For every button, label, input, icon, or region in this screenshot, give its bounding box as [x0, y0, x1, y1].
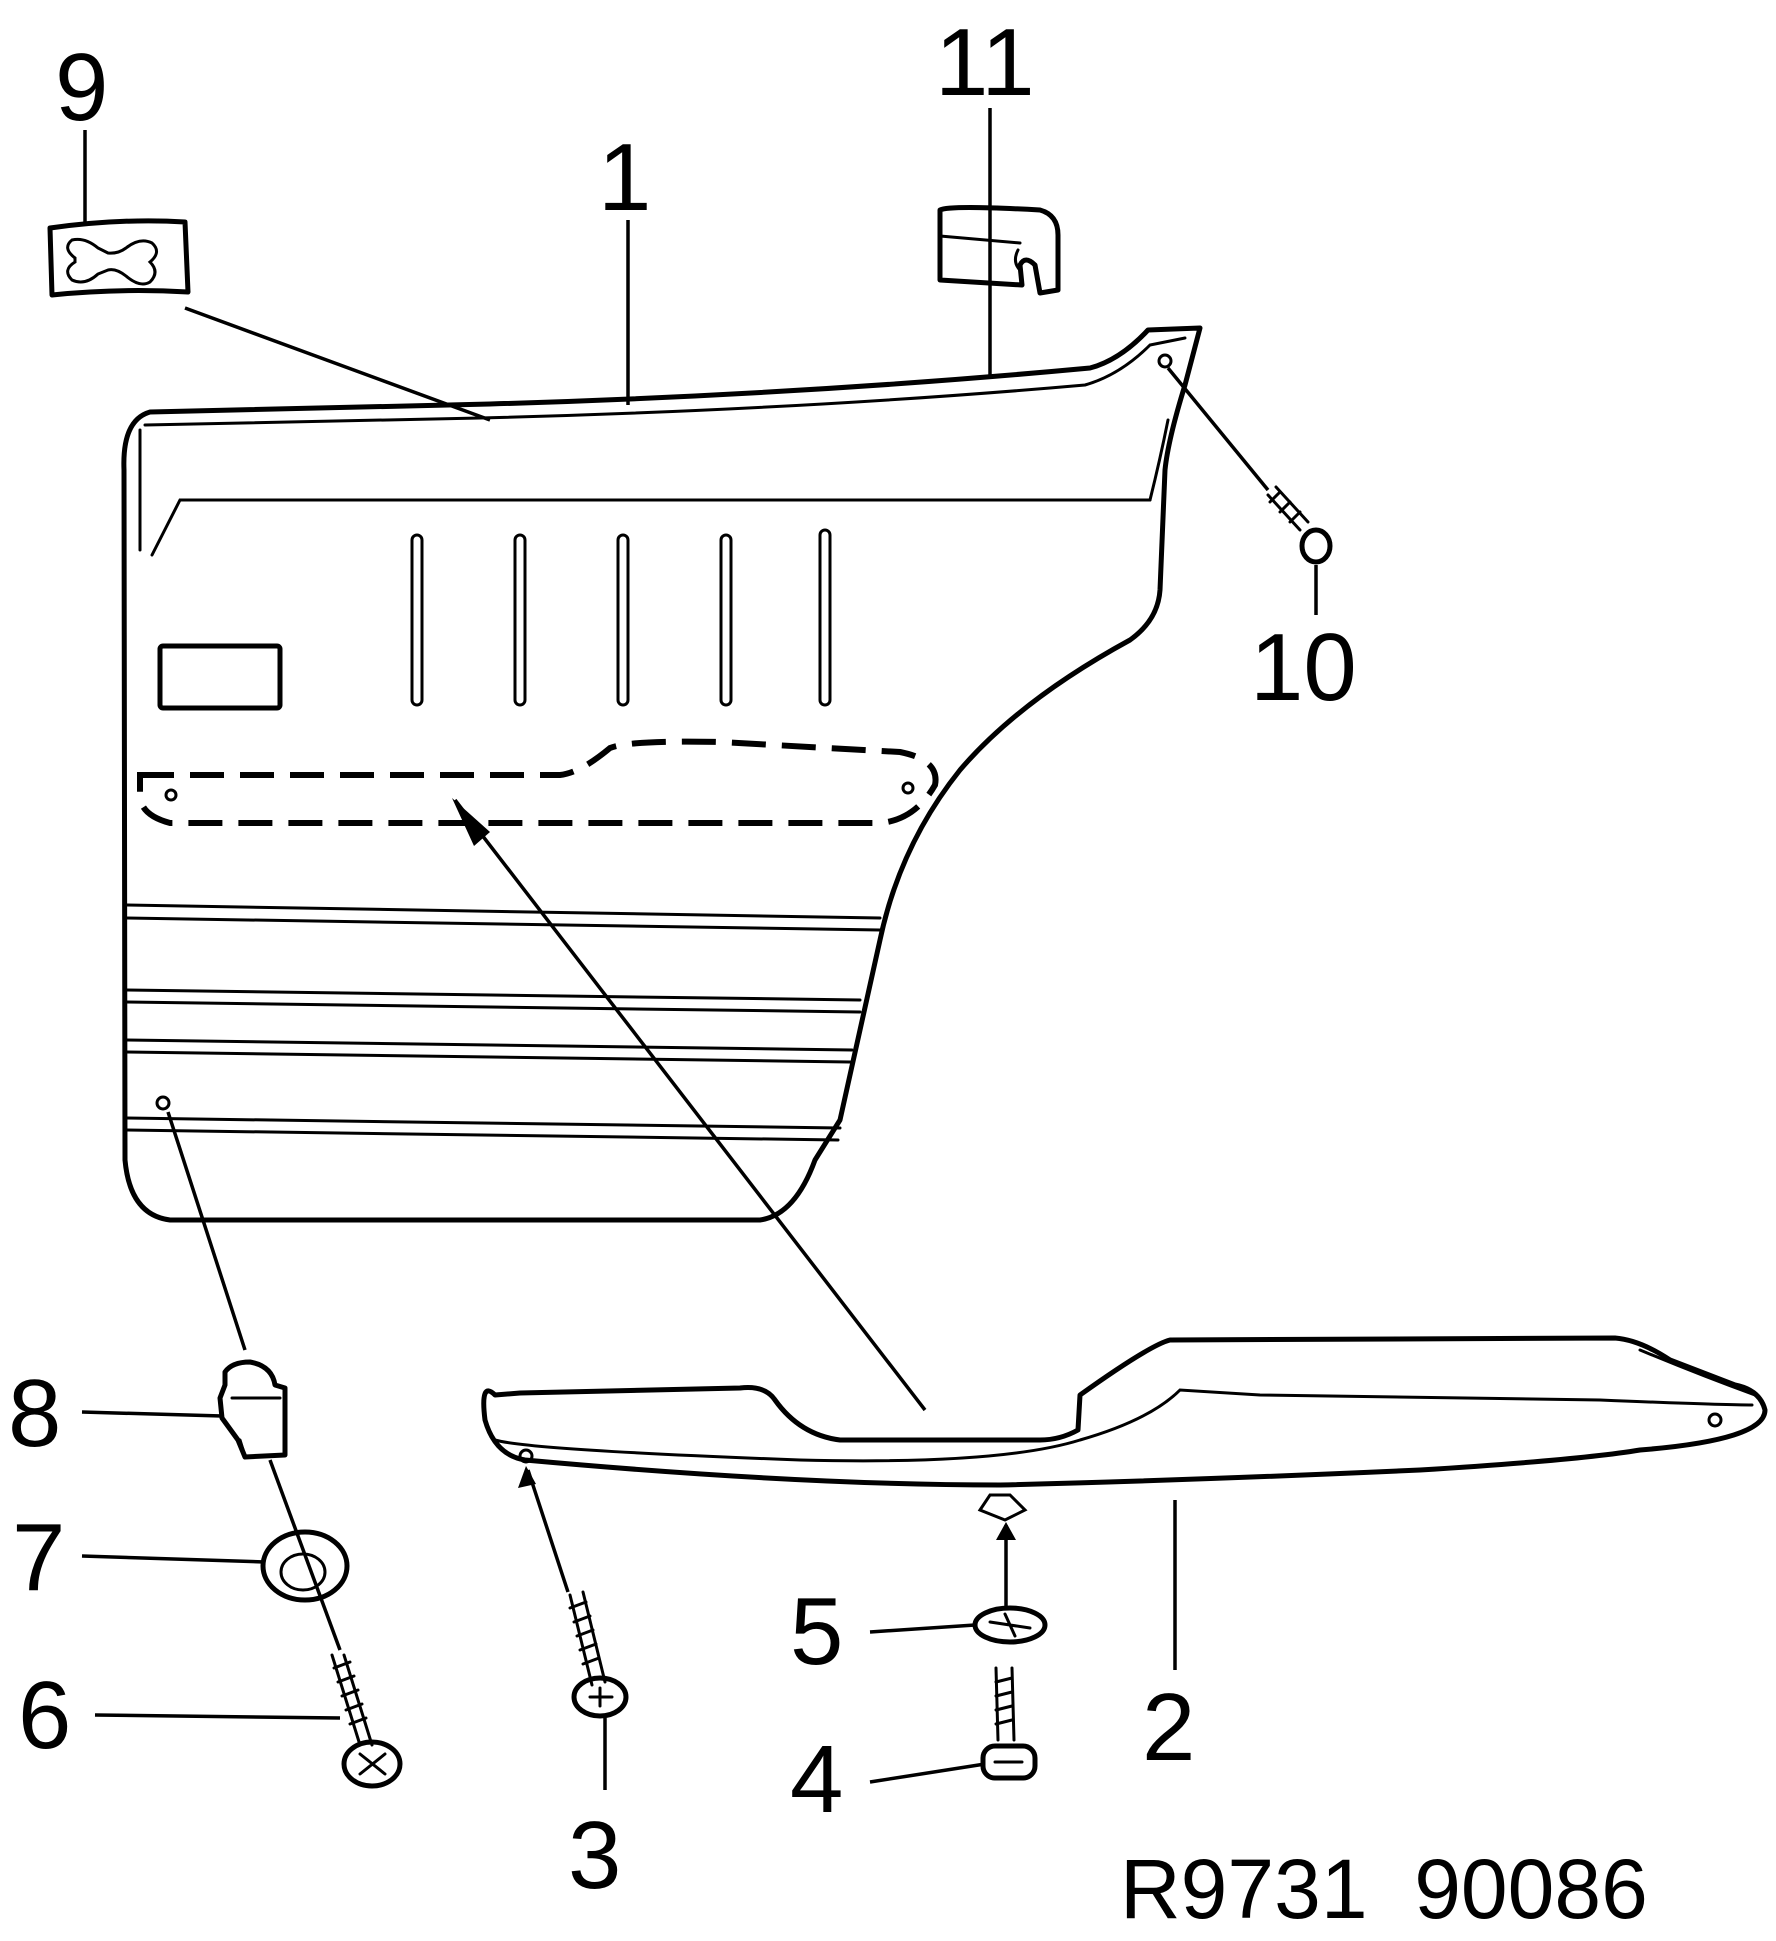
leader-8: [81, 1410, 223, 1418]
clip-part-9: [47, 218, 191, 298]
leader-7: [81, 1554, 266, 1564]
arrowhead-screw-4: [996, 1522, 1016, 1540]
clip-part-11: [937, 205, 1061, 296]
washer-part-5: [972, 1605, 1048, 1645]
callout-9: 9: [55, 34, 108, 141]
callout-5: 5: [790, 1578, 843, 1685]
callout-6: 6: [18, 1662, 71, 1769]
leader-9-to-panel: [184, 306, 491, 422]
leader-10-to-panel: [1166, 366, 1270, 492]
screw-part-4: [980, 1666, 1038, 1781]
leader-3-to-armrest: [526, 1469, 570, 1593]
callout-4: 4: [790, 1726, 843, 1833]
retainer-part-8: [217, 1359, 288, 1460]
leader-armrest-to-panel: [453, 798, 927, 1412]
leader-retainer-to-screw: [268, 1459, 342, 1651]
leader-4: [869, 1762, 986, 1784]
grommet-part-7: [260, 1529, 350, 1603]
callout-7: 7: [12, 1504, 65, 1611]
leader-lines: [81, 108, 1318, 1790]
callout-11: 11: [935, 9, 1035, 116]
arrowhead-screw-3: [518, 1466, 536, 1488]
screw-part-3: [568, 1590, 629, 1719]
screw-part-10: [1266, 485, 1333, 565]
callout-8: 8: [8, 1360, 61, 1467]
leader-5: [869, 1623, 976, 1634]
door-trim-panel: [121, 325, 1203, 1223]
arrowhead-armrest: [452, 798, 490, 846]
callout-2: 2: [1142, 1674, 1195, 1781]
callout-1: 1: [598, 124, 651, 231]
callout-10: 10: [1250, 614, 1357, 721]
leader-6: [94, 1713, 341, 1720]
leader-panel-to-retainer: [166, 1111, 247, 1351]
callout-3: 3: [568, 1802, 621, 1909]
screw-part-6: [330, 1653, 403, 1789]
callout-labels: 1 2 3 4 5 6 7 8 9 10 11: [8, 9, 1357, 1909]
reference-code: R9731 90086: [1120, 1842, 1648, 1936]
armrest: [481, 1335, 1768, 1522]
